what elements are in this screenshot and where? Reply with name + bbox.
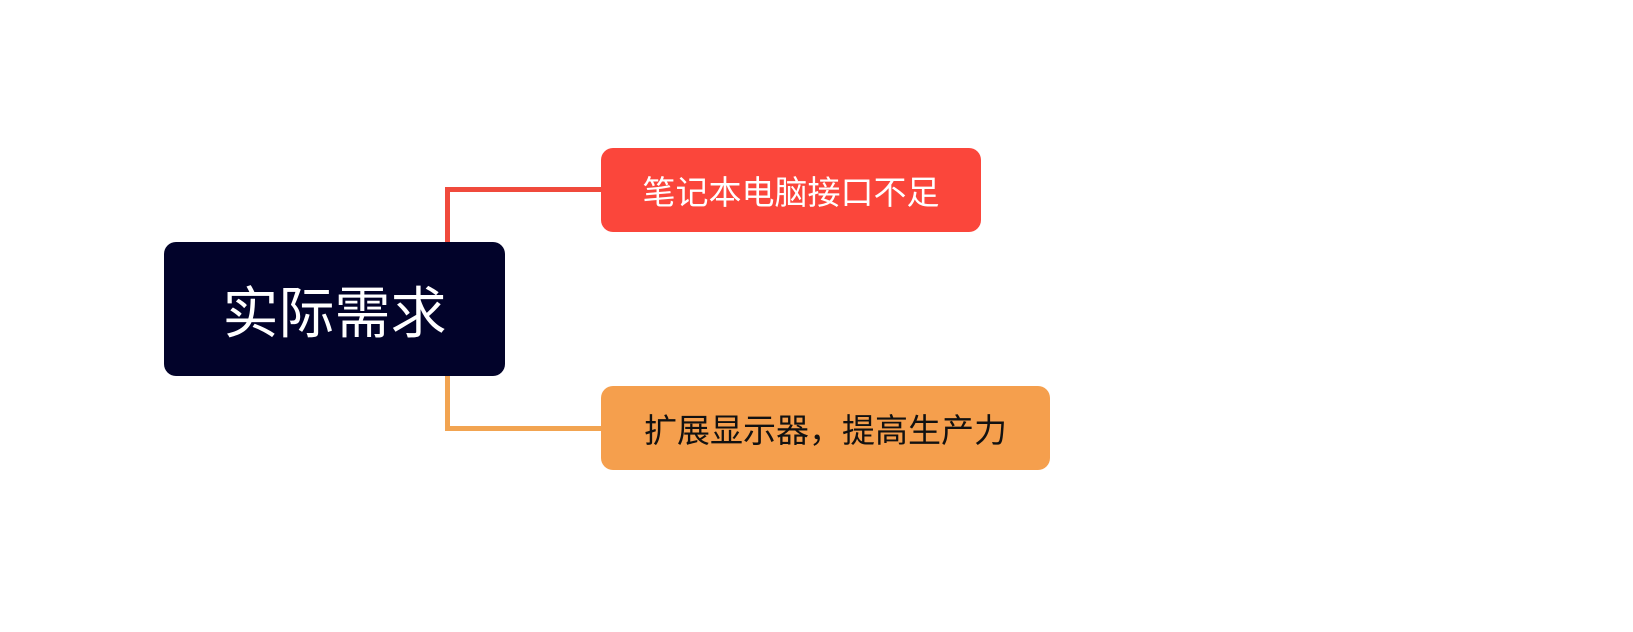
child-node-label: 笔记本电脑接口不足: [642, 173, 940, 212]
child-node-laptop-ports[interactable]: 笔记本电脑接口不足: [601, 148, 981, 232]
root-node-label: 实际需求: [222, 281, 447, 347]
connector-line-2-vertical: [445, 375, 450, 431]
root-node[interactable]: 实际需求: [164, 242, 505, 376]
child-node-label: 扩展显示器，提高生产力: [644, 411, 1007, 450]
child-node-extend-display[interactable]: 扩展显示器，提高生产力: [601, 386, 1050, 470]
connector-line-1-vertical: [445, 187, 450, 243]
connector-line-2-horizontal: [445, 426, 602, 431]
connector-line-1-horizontal: [445, 187, 602, 192]
